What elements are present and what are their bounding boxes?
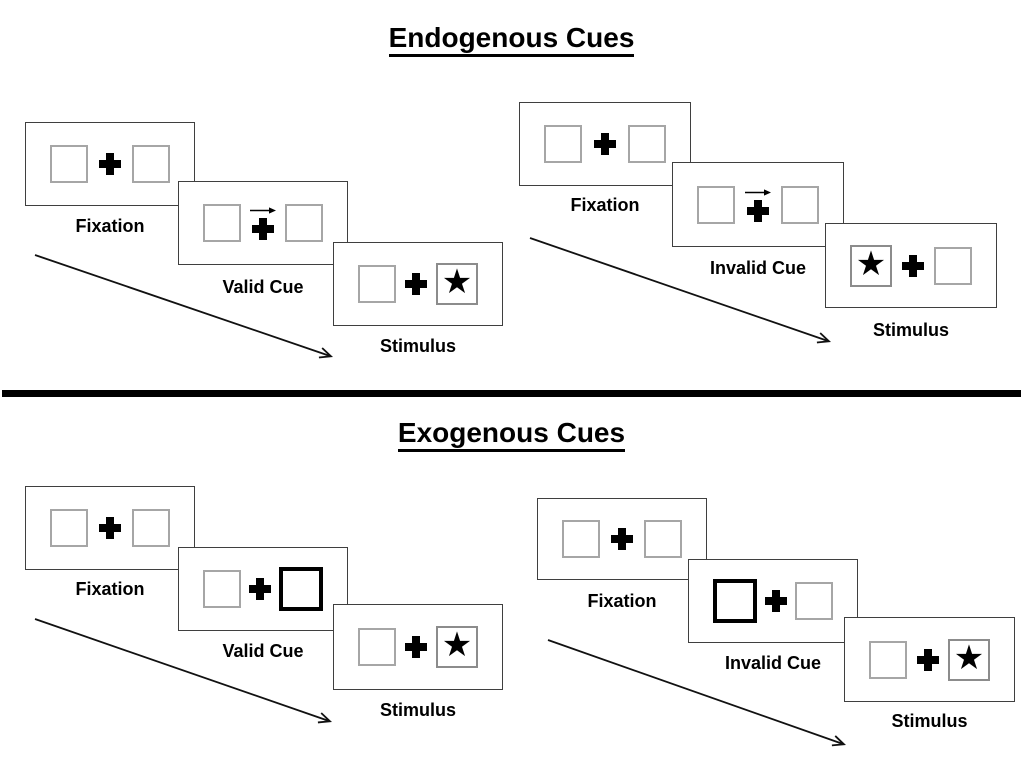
stimulus-panel: ★: [333, 242, 503, 326]
stimulus-panel: ★: [844, 617, 1015, 702]
placeholder-square-right: [628, 125, 666, 163]
fixation-cross-icon: [594, 133, 616, 155]
stimulus-panel: ★: [825, 223, 997, 308]
fixation-label: Fixation: [587, 591, 657, 611]
cue-highlight-square: [713, 579, 757, 623]
fixation-panel: [25, 486, 195, 570]
fixation-panel: [537, 498, 707, 580]
invalid-cue-label: Invalid Cue: [724, 653, 822, 673]
fixation-cross-icon: [99, 153, 121, 175]
section-title-exogenous: Exogenous Cues: [0, 417, 1023, 452]
placeholder-square-right: [132, 145, 170, 183]
fixation-cross-icon: [405, 636, 427, 658]
valid-cue-panel: [178, 181, 348, 265]
valid-cue-label: Valid Cue: [222, 641, 304, 661]
placeholder-square-left: [50, 509, 88, 547]
placeholder-square-left: [697, 185, 735, 224]
fixation-label: Fixation: [75, 579, 145, 599]
fixation-cross-icon: [252, 218, 274, 240]
fixation-cross-icon: [916, 648, 939, 671]
stimulus-label: Stimulus: [872, 320, 949, 340]
fixation-label: Fixation: [75, 216, 145, 236]
valid-cue-panel: [178, 547, 348, 631]
cue-direction-arrow-icon: [745, 188, 771, 196]
placeholder-square-left: [50, 145, 88, 183]
star-stimulus-square: ★: [436, 626, 478, 668]
invalid-cue-panel: [672, 162, 844, 247]
cue-direction-arrow-icon: [250, 207, 276, 214]
fixation-cross-icon: [902, 254, 924, 277]
placeholder-square-right: [795, 582, 833, 620]
fixation-cross-icon: [765, 590, 787, 612]
placeholder-square-left: [869, 640, 907, 679]
star-icon: ★: [855, 244, 887, 283]
section-title-exogenous-text: Exogenous Cues: [397, 417, 626, 452]
invalid-cue-label: Invalid Cue: [709, 258, 807, 278]
divider-line: [2, 390, 1021, 397]
placeholder-square-right: [132, 509, 170, 547]
invalid-cue-panel: [688, 559, 858, 643]
star-icon: ★: [441, 626, 473, 664]
fixation-panel: [519, 102, 691, 186]
stimulus-label: Stimulus: [379, 336, 456, 356]
stimulus-label: Stimulus: [379, 700, 456, 720]
fixation-cross-icon: [611, 528, 633, 550]
star-stimulus-square: ★: [948, 638, 990, 681]
stimulus-label: Stimulus: [891, 711, 968, 731]
placeholder-square-left: [562, 520, 600, 558]
star-stimulus-square: ★: [850, 244, 892, 287]
fixation-cross-icon: [99, 517, 121, 539]
sequence-arrow-icon: [547, 639, 846, 747]
fixation-panel: [25, 122, 195, 206]
sequence-arrow-icon: [34, 254, 334, 359]
star-icon: ★: [441, 263, 473, 301]
section-title-endogenous-text: Endogenous Cues: [388, 22, 635, 57]
fixation-cross-icon: [249, 578, 271, 600]
placeholder-square-left: [358, 265, 396, 303]
fixation-label: Fixation: [570, 195, 640, 215]
fixation-cross-icon: [405, 273, 427, 295]
placeholder-square-left: [203, 570, 241, 608]
star-icon: ★: [953, 638, 985, 677]
placeholder-square-right: [781, 185, 819, 224]
placeholder-square-left: [203, 204, 241, 242]
placeholder-square-left: [544, 125, 582, 163]
valid-cue-label: Valid Cue: [222, 277, 304, 297]
cue-highlight-square: [279, 567, 323, 611]
star-stimulus-square: ★: [436, 263, 478, 305]
stimulus-panel: ★: [333, 604, 503, 690]
placeholder-square-right: [934, 246, 972, 285]
sequence-arrow-icon: [529, 237, 832, 344]
placeholder-square-left: [358, 628, 396, 666]
section-title-endogenous: Endogenous Cues: [0, 22, 1023, 57]
fixation-cross-icon: [747, 199, 769, 222]
placeholder-square-right: [285, 204, 323, 242]
placeholder-square-right: [644, 520, 682, 558]
sequence-arrow-icon: [34, 618, 332, 724]
